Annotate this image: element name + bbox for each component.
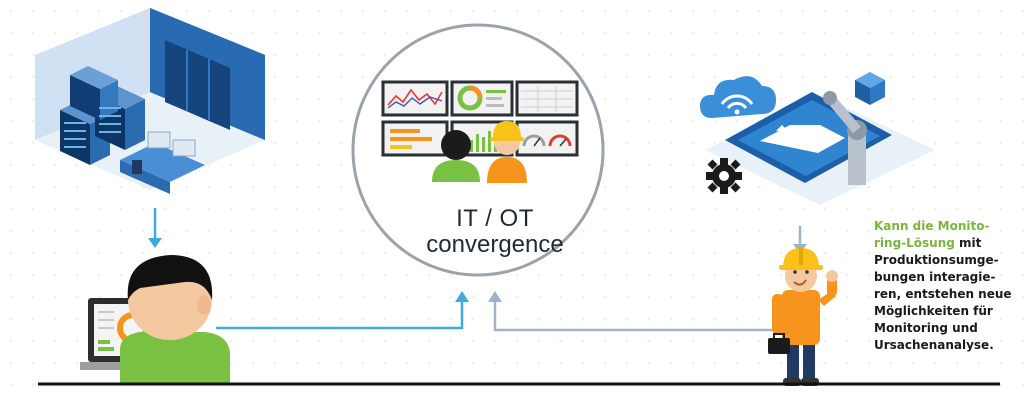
note-highlight-tail: mit <box>954 236 982 250</box>
note-line-1: Produktionsumge- <box>874 253 999 267</box>
server-room-icon <box>35 8 265 194</box>
note-line-2: bungen interagie- <box>874 270 996 284</box>
convergence-title-line2: convergence <box>426 231 564 258</box>
control-room-icon <box>381 80 579 183</box>
note-highlight-line-2: ring-Lösung <box>874 236 955 250</box>
note-highlight-line-2-row: ring-Lösung mit <box>874 235 1019 252</box>
industrial-robot-icon <box>705 72 935 205</box>
info-note: Kann die Monito- ring-Lösung mit Produkt… <box>874 218 1019 354</box>
note-highlight-line-1: Kann die Monito- <box>874 219 990 233</box>
note-line-3: ren, entstehen neue <box>874 287 1012 301</box>
cloud-wifi-icon <box>700 76 776 118</box>
it-user-laptop-icon <box>80 255 230 384</box>
it-flow-arrows <box>148 208 469 330</box>
ot-worker-icon <box>768 248 838 386</box>
note-line-6: Ursachenanalyse. <box>874 338 994 352</box>
note-line-4: Möglichkeiten für <box>874 304 993 318</box>
convergence-title-line1: IT / OT <box>456 205 534 232</box>
note-line-5: Monitoring und <box>874 321 978 335</box>
gear-icon <box>706 158 742 194</box>
